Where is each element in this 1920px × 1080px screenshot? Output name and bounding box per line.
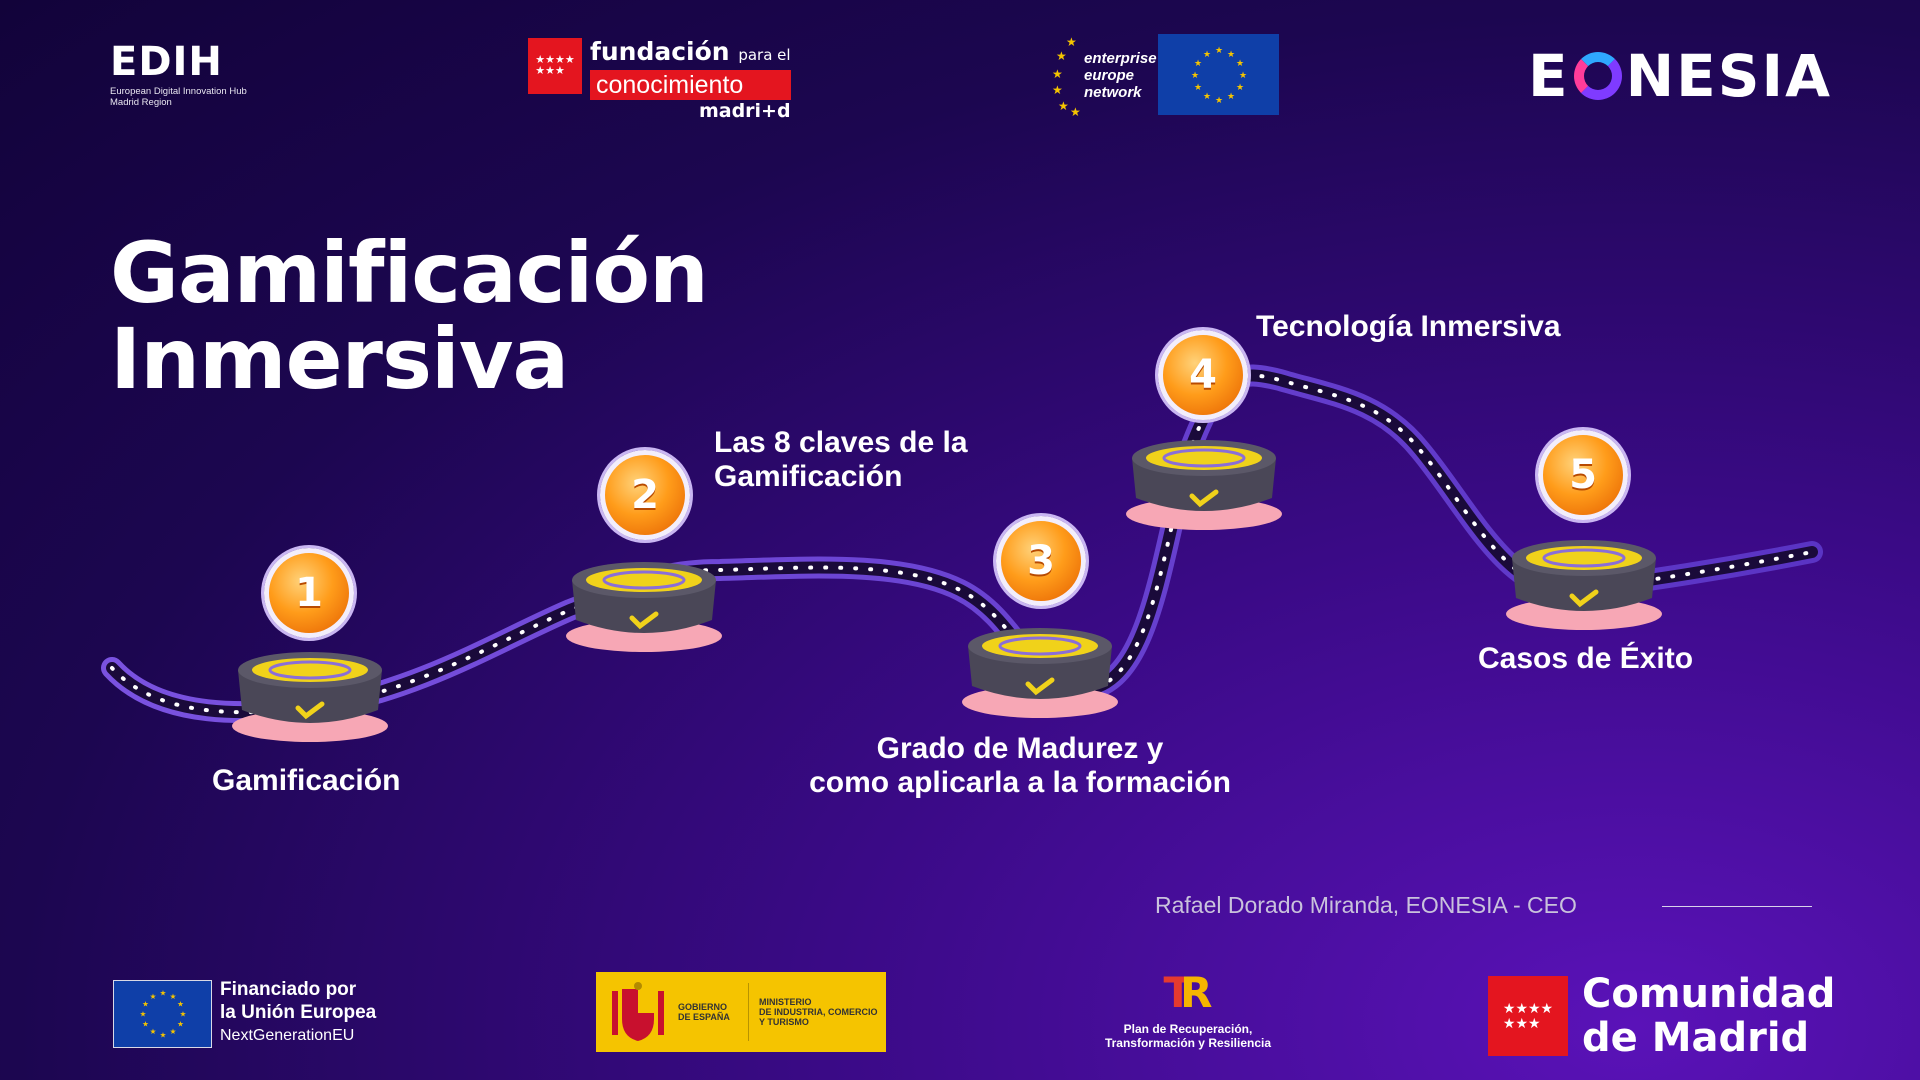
step-4-label: Tecnología Inmersiva: [1256, 310, 1561, 343]
ngeu-line2: la Unión Europea: [220, 1002, 377, 1023]
edih-logo: EDIH European Digital Innovation Hub Mad…: [110, 42, 247, 108]
step-3-number: 3: [1027, 538, 1055, 584]
step-4-number: 4: [1189, 352, 1217, 398]
svg-text:★: ★: [1190, 71, 1198, 81]
eu-flag-small-icon: ★★★ ★★★ ★★★ ★★★: [113, 980, 212, 1048]
svg-text:★: ★: [1202, 92, 1210, 102]
eu-stars-icon: ★★★ ★★★ ★★★ ★★★: [1190, 46, 1246, 105]
comunidad-madrid-text: Comunidad de Madrid: [1582, 971, 1836, 1061]
svg-text:★: ★: [139, 1010, 146, 1019]
svg-text:★: ★: [142, 1020, 149, 1029]
step-1-label: Gamificación: [212, 764, 401, 797]
edih-mark: EDIH: [110, 39, 223, 85]
svg-text:★: ★: [169, 1027, 176, 1036]
step-4-coin[interactable]: 4: [1158, 330, 1248, 420]
eu-flag-icon: ★★★ ★★★ ★★★ ★★★: [1158, 34, 1279, 115]
een-line2: europe: [1084, 66, 1135, 84]
ministerio-text: MINISTERIO DE INDUSTRIA, COMERCIO Y TURI…: [759, 997, 878, 1027]
plan-recuperacion-logo: TR Plan de Recuperación, Transformación …: [1090, 968, 1286, 1051]
svg-text:★: ★: [1226, 50, 1234, 60]
step-3-label-line1: Grado de Madurez y: [876, 732, 1164, 765]
gobierno-espana-logo: GOBIERNO DE ESPAÑA MINISTERIO DE INDUSTR…: [596, 972, 886, 1052]
een-text: enterprise europe network: [1084, 50, 1157, 101]
step-1-pedestal: [232, 652, 388, 742]
svg-text:★: ★: [1214, 96, 1222, 105]
svg-text:★: ★: [169, 992, 176, 1001]
author-divider: [1662, 906, 1812, 907]
edih-sub-line1: European Digital Innovation Hub: [110, 86, 247, 97]
ngeu-text: Financiado por la Unión Europea NextGene…: [220, 978, 376, 1047]
eonesia-logo: E NESIA: [1528, 46, 1832, 106]
svg-text:★: ★: [149, 992, 156, 1001]
step-3-coin[interactable]: 3: [996, 516, 1086, 606]
fundacion-madrid-logo: ★★★★★★★ fundación para el conocimiento m…: [528, 38, 791, 122]
step-4-pedestal: [1126, 440, 1282, 530]
edih-sub-line2: Madrid Region: [110, 97, 172, 108]
page-title: Gamificación Inmersiva: [110, 224, 709, 408]
svg-text:★: ★: [1214, 46, 1222, 56]
edih-subtitle: European Digital Innovation Hub Madrid R…: [110, 86, 247, 108]
fundacion-line1: fundación para el: [590, 37, 791, 66]
svg-text:★: ★: [177, 1020, 184, 1029]
svg-text:★: ★: [159, 989, 166, 998]
ngeu-line3: NextGenerationEU: [220, 1027, 355, 1044]
fundacion-line3: madri+d: [698, 100, 791, 122]
svg-text:★: ★: [1235, 59, 1243, 69]
step-2-coin[interactable]: 2: [600, 450, 690, 540]
svg-text:★: ★: [142, 1000, 149, 1009]
gobierno-separator: [748, 983, 749, 1041]
svg-text:★: ★: [177, 1000, 184, 1009]
fundacion-text: fundación para el conocimiento madri+d: [590, 38, 791, 122]
step-1-number: 1: [295, 570, 323, 616]
svg-text:★: ★: [1226, 92, 1234, 102]
fundacion-line2: conocimiento: [590, 70, 791, 100]
een-logo: ★★★ ★★★ enterprise europe network: [1052, 34, 1157, 116]
spain-coat-of-arms-icon: [612, 982, 664, 1041]
step-5-label: Casos de Éxito: [1478, 642, 1694, 675]
prtr-icon: TR: [1163, 968, 1213, 1017]
step-3-label-line2: como aplicarla a la formación: [809, 766, 1231, 799]
svg-text:★: ★: [1202, 50, 1210, 60]
step-1-coin[interactable]: 1: [264, 548, 354, 638]
madrid-stars-icon: ★★★★★★★: [528, 38, 582, 94]
svg-text:★: ★: [1235, 83, 1243, 93]
svg-text:★: ★: [1052, 83, 1063, 97]
een-line3: network: [1084, 83, 1142, 101]
step-2-pedestal: [566, 562, 722, 652]
svg-text:★: ★: [1058, 99, 1069, 113]
svg-text:★: ★: [159, 1030, 166, 1039]
prtr-text: Plan de Recuperación, Transformación y R…: [1104, 1022, 1272, 1050]
een-line1: enterprise: [1084, 49, 1157, 67]
svg-text:★: ★: [179, 1010, 186, 1019]
step-3-pedestal: [962, 628, 1118, 718]
eonesia-nesia: NESIA: [1625, 42, 1833, 110]
svg-text:★: ★: [1238, 71, 1246, 81]
author-credit: Rafael Dorado Miranda, EONESIA - CEO: [1155, 892, 1577, 918]
een-stars-icon: ★★★ ★★★: [1052, 35, 1080, 116]
eonesia-ring-icon: [1573, 52, 1622, 100]
step-2-label: Las 8 claves de la Gamificación: [714, 426, 968, 494]
step-5-number: 5: [1569, 452, 1597, 498]
madrid-flag-icon: ★★★★★★★: [1488, 976, 1568, 1056]
svg-text:★: ★: [1193, 59, 1201, 69]
title-line1: Gamificación: [110, 224, 709, 322]
eu-stars-small-icon: ★★★ ★★★ ★★★ ★★★: [139, 989, 186, 1039]
step-2-label-line2: Gamificación: [714, 460, 903, 493]
svg-text:★: ★: [1052, 67, 1063, 81]
step-2-number: 2: [631, 472, 659, 518]
step-5-coin[interactable]: 5: [1538, 430, 1628, 520]
comunidad-madrid-logo: ★★★★★★★ Comunidad de Madrid: [1488, 972, 1835, 1060]
svg-text:★: ★: [1193, 83, 1201, 93]
step-5-pedestal: [1506, 540, 1662, 630]
eonesia-e: E: [1528, 42, 1570, 110]
svg-text:★: ★: [1056, 49, 1067, 63]
gobierno-text: GOBIERNO DE ESPAÑA: [678, 1002, 730, 1022]
title-line2: Inmersiva: [110, 310, 569, 408]
svg-text:★: ★: [149, 1027, 156, 1036]
step-3-label: Grado de Madurez y como aplicarla a la f…: [800, 732, 1240, 800]
svg-text:★: ★: [1066, 35, 1077, 49]
svg-text:★: ★: [1070, 105, 1080, 116]
ngeu-line1: Financiado por: [220, 979, 357, 1000]
step-2-label-line1: Las 8 claves de la: [714, 426, 968, 459]
